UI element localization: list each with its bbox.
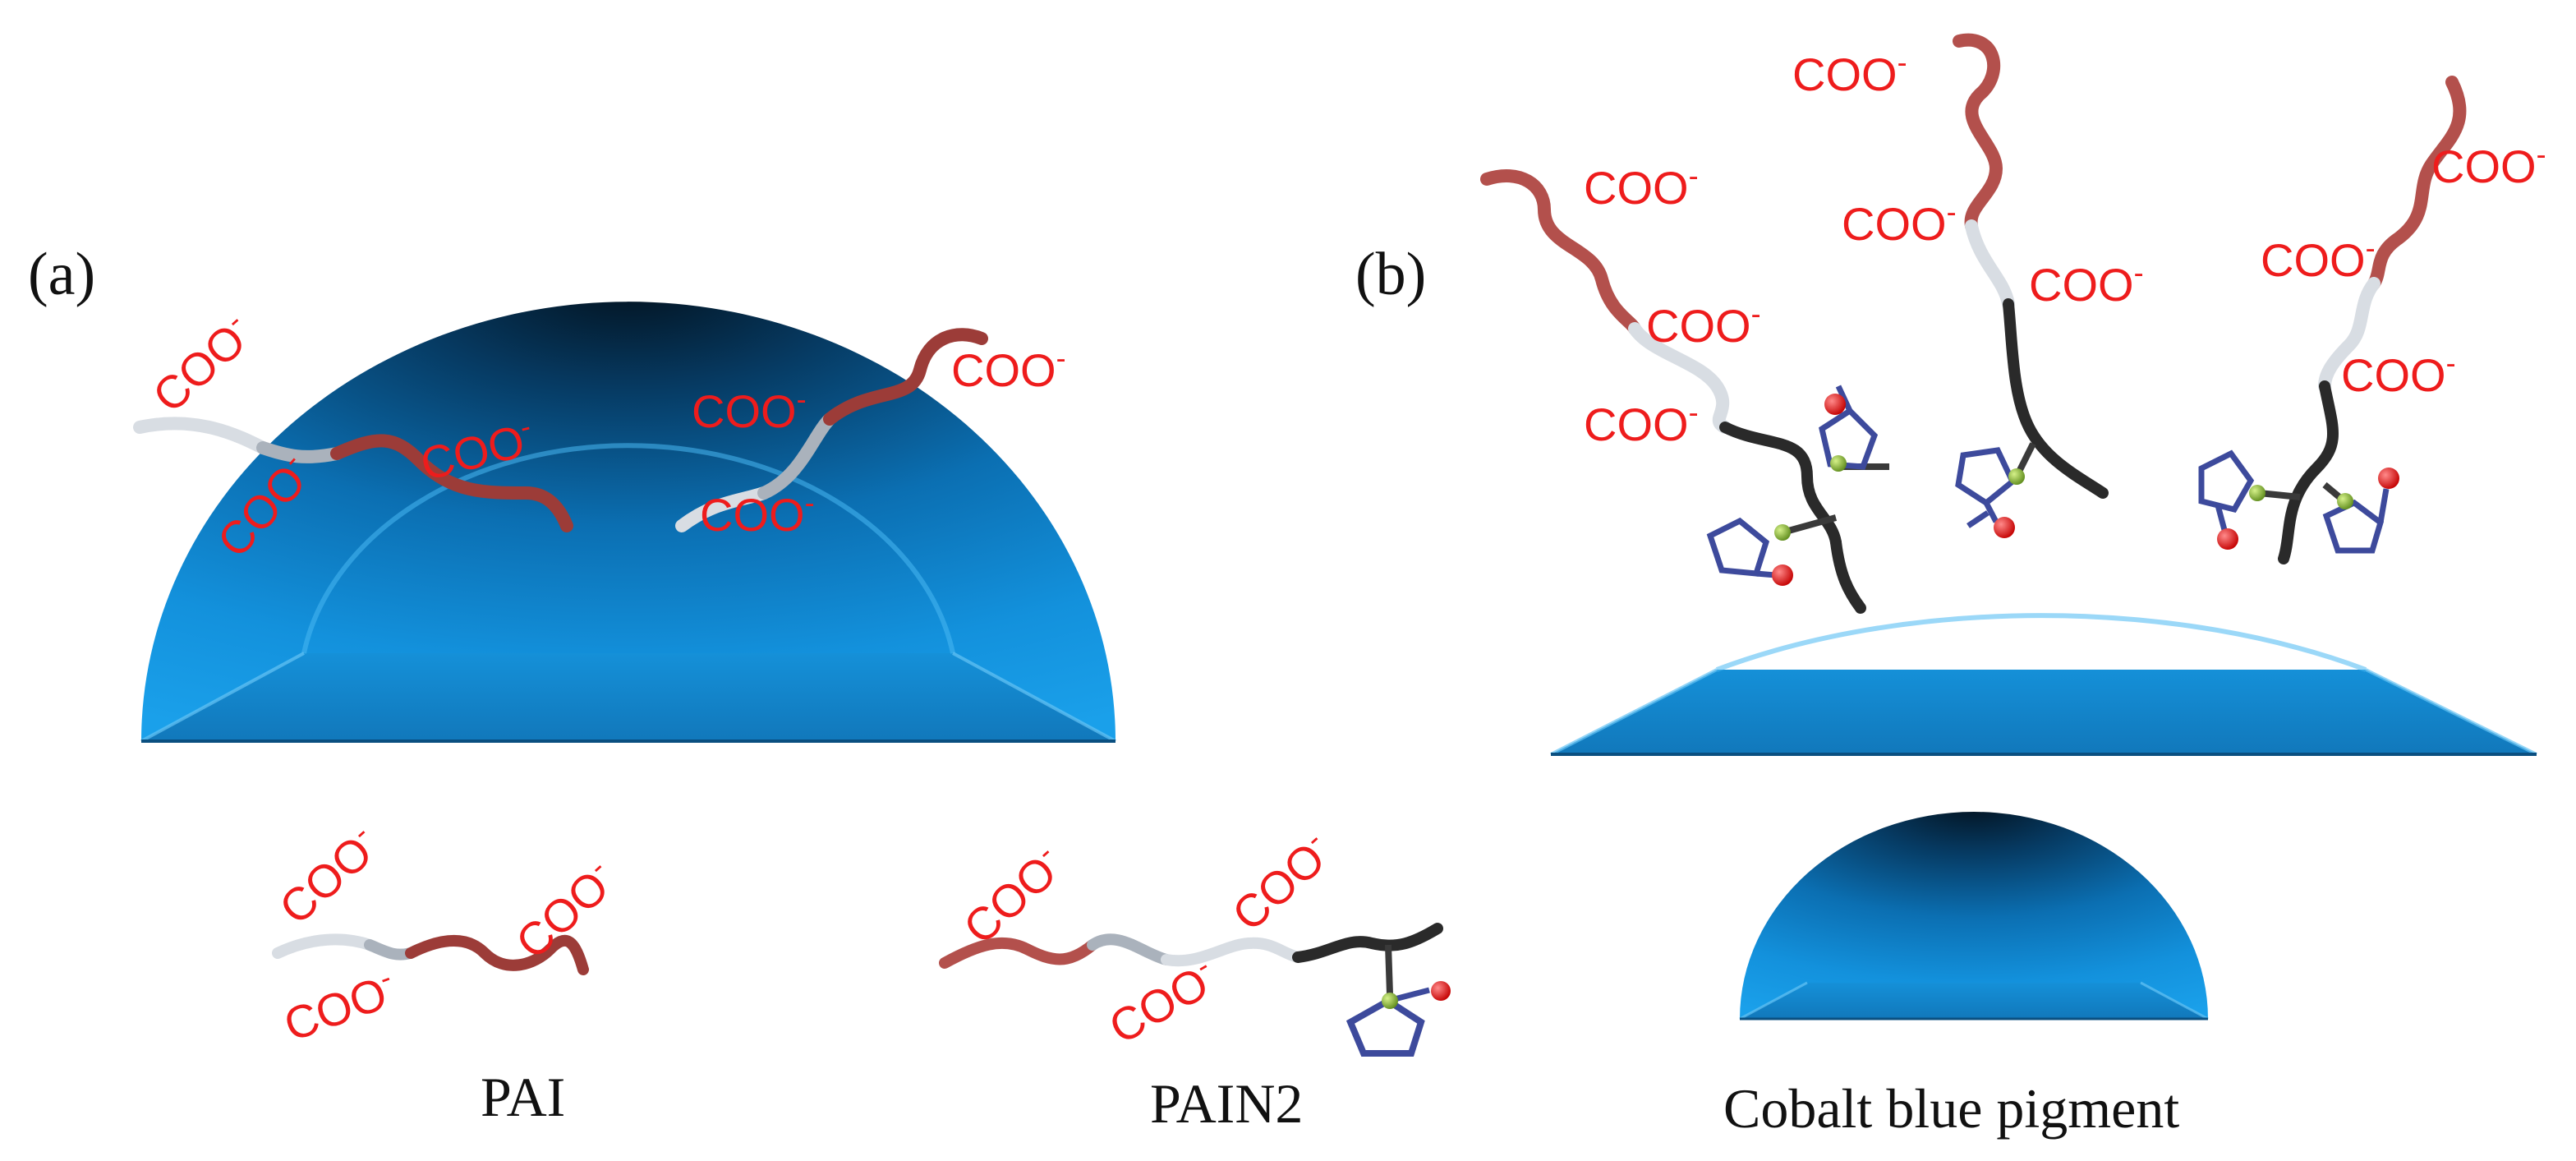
pigment-particle-a (140, 302, 1116, 743)
carboxylate-label: COO- (1584, 395, 1699, 450)
pyrrolidone-ring (1966, 510, 1990, 528)
pai-chain-adsorbed-2 (675, 328, 988, 532)
legend-label-pai: PAI (481, 1066, 565, 1128)
pyrrolidone-ring (1706, 517, 1793, 586)
carboxylate-label: COO- (140, 305, 263, 422)
pigment-particle-icon (1739, 812, 2209, 1020)
carboxylate-label: COO- (692, 382, 807, 437)
panel-label-b: (b) (1355, 241, 1426, 308)
carboxylate-label: COO- (267, 817, 389, 934)
carboxylate-label: COO- (276, 961, 402, 1052)
carboxylate-label: COO- (1842, 195, 1957, 250)
pyrrolidone-ring (2198, 449, 2266, 550)
pai-molecule-icon (272, 933, 589, 975)
carboxylate-label: COO- (1646, 297, 1761, 352)
pain2-chain-2 (1953, 33, 2109, 499)
panel-label-a: (a) (28, 241, 95, 308)
carboxylate-label: COO- (1099, 949, 1226, 1054)
carboxylate-label: COO- (2261, 231, 2376, 286)
pain2-molecule-icon (939, 923, 1451, 1057)
pyrrolidone-ring (1955, 447, 2025, 538)
carboxylate-label: COO- (2431, 137, 2546, 192)
carboxylate-label: COO- (1792, 45, 1907, 100)
carboxylate-label: COO- (2029, 256, 2144, 311)
carboxylate-label: COO- (504, 851, 626, 969)
pain2-chain-1 (1480, 169, 1889, 614)
carboxylate-label: COO- (951, 341, 1066, 396)
pain2-chain-3 (2258, 76, 2467, 564)
legend-label-pigment: Cobalt blue pigment (1723, 1077, 2179, 1140)
legend-label-pain2: PAIN2 (1150, 1072, 1303, 1135)
carboxylate-label: COO- (1584, 159, 1699, 214)
pai-chain-adsorbed-1 (133, 417, 573, 532)
pyrrolidone-ring (2322, 468, 2399, 554)
carboxylate-label: COO- (951, 836, 1074, 954)
pyrrolidone-ring (1819, 385, 1879, 472)
carboxylate-label: COO- (700, 486, 815, 541)
carboxylate-label: COO- (1220, 823, 1342, 941)
pigment-particle-b (1550, 613, 2537, 756)
carboxylate-label: COO- (2341, 346, 2456, 401)
